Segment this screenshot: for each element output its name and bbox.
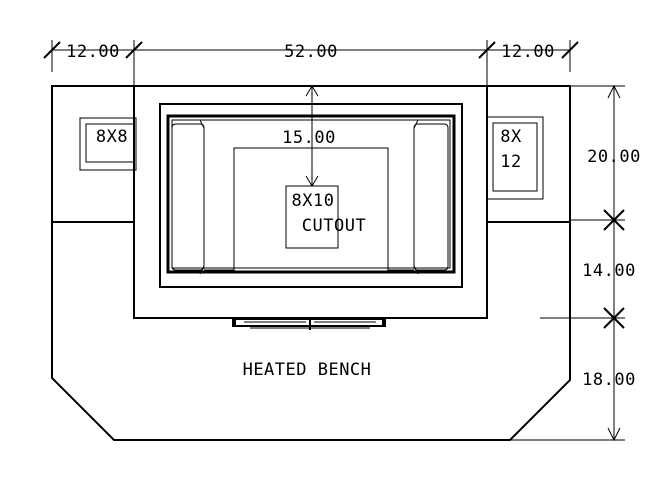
arrow-head-top xyxy=(305,85,319,97)
firebox-back xyxy=(204,147,414,271)
dim-ticks-top xyxy=(43,41,579,59)
arrow-head-bottom xyxy=(305,175,319,187)
left-box-label: 8X8 xyxy=(96,127,128,147)
hearth-inner xyxy=(159,103,463,288)
right-frame-inner xyxy=(492,122,538,192)
dim-ticks-right xyxy=(603,84,625,442)
dim-right-bottom-height: 18.00 xyxy=(582,370,636,390)
bench-label: HEATED BENCH xyxy=(243,360,372,380)
firebox-corner-detail xyxy=(413,265,419,275)
dim-inner-width: 15.00 xyxy=(282,128,336,148)
log-grate-icon xyxy=(232,318,386,330)
cutout-label-line2: CUTOUT xyxy=(302,216,366,236)
right-frame-outer xyxy=(486,116,544,200)
firebox-corner-detail xyxy=(199,119,205,129)
right-box-label-line2: 12 xyxy=(500,152,521,172)
firebox-frame xyxy=(166,114,456,274)
left-frame-inner xyxy=(85,123,135,163)
dim-center-width: 52.00 xyxy=(284,42,338,62)
firebox-right-panel xyxy=(413,123,449,271)
firebox-corner-detail xyxy=(413,119,419,129)
left-frame-outer xyxy=(79,117,137,171)
dim-right-width: 12.00 xyxy=(501,42,555,62)
dim-right-mid-height: 14.00 xyxy=(582,261,636,281)
right-box-label-line1: 8X xyxy=(500,127,522,147)
firebox-corner-detail xyxy=(199,265,205,275)
dim-right-top-height: 20.00 xyxy=(587,147,641,167)
dim-left-width: 12.00 xyxy=(66,42,120,62)
cutout-label-line1: 8X10 xyxy=(292,191,335,211)
firebox-left-panel xyxy=(171,123,205,271)
